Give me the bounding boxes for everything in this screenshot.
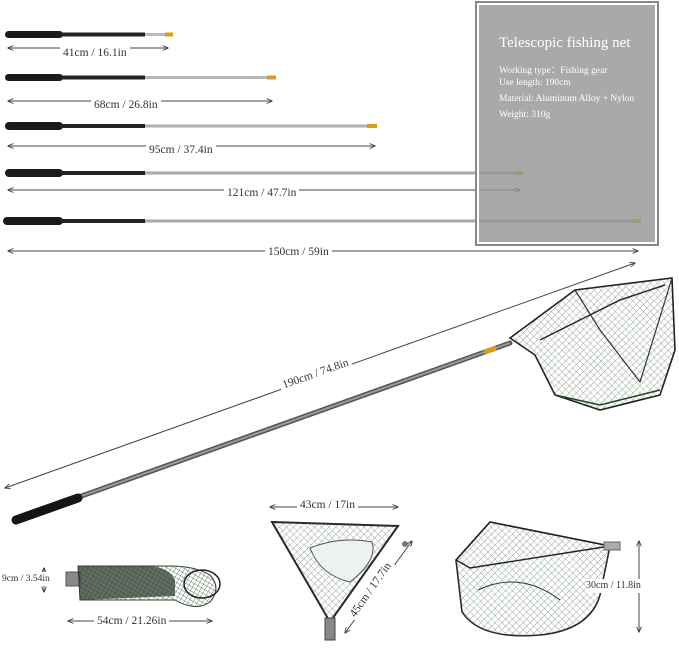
pole-41cm: [5, 31, 173, 38]
spec-weight: Weight: 310g: [499, 110, 551, 120]
folded-height-label: 9cm / 3.54in: [2, 572, 50, 586]
spec-material: Material: Aluminum Alloy + Nylon: [499, 94, 635, 104]
spec-title: Telescopic fishing net: [499, 35, 631, 51]
spec-use-length: Use length: 190cm: [499, 78, 571, 88]
net-head-frame: [270, 520, 408, 641]
pole-length-label-68cm: 68cm / 26.8in: [91, 98, 161, 112]
net-bag: [454, 521, 621, 637]
folded-net: [65, 565, 221, 607]
pole-121cm: [5, 169, 523, 177]
pole-length-label-41cm: 41cm / 16.1in: [60, 46, 130, 60]
spec-working-type: Working type：Fishing gear: [499, 66, 608, 76]
pole-length-label-150cm: 150cm / 59in: [265, 245, 332, 259]
head-width-label: 43cm / 17in: [297, 498, 358, 512]
net-height-label: 30cm / 11.8in: [586, 579, 641, 593]
folded-length-label: 54cm / 21.26in: [94, 614, 170, 628]
extended-net: [11, 277, 676, 525]
pole-95cm: [5, 122, 377, 130]
spec-panel: Telescopic fishing net Working type：Fish…: [475, 1, 659, 246]
pole-68cm: [5, 74, 276, 81]
pole-length-label-95cm: 95cm / 37.4in: [146, 143, 216, 157]
pole-length-label-121cm: 121cm / 47.7in: [224, 186, 300, 200]
